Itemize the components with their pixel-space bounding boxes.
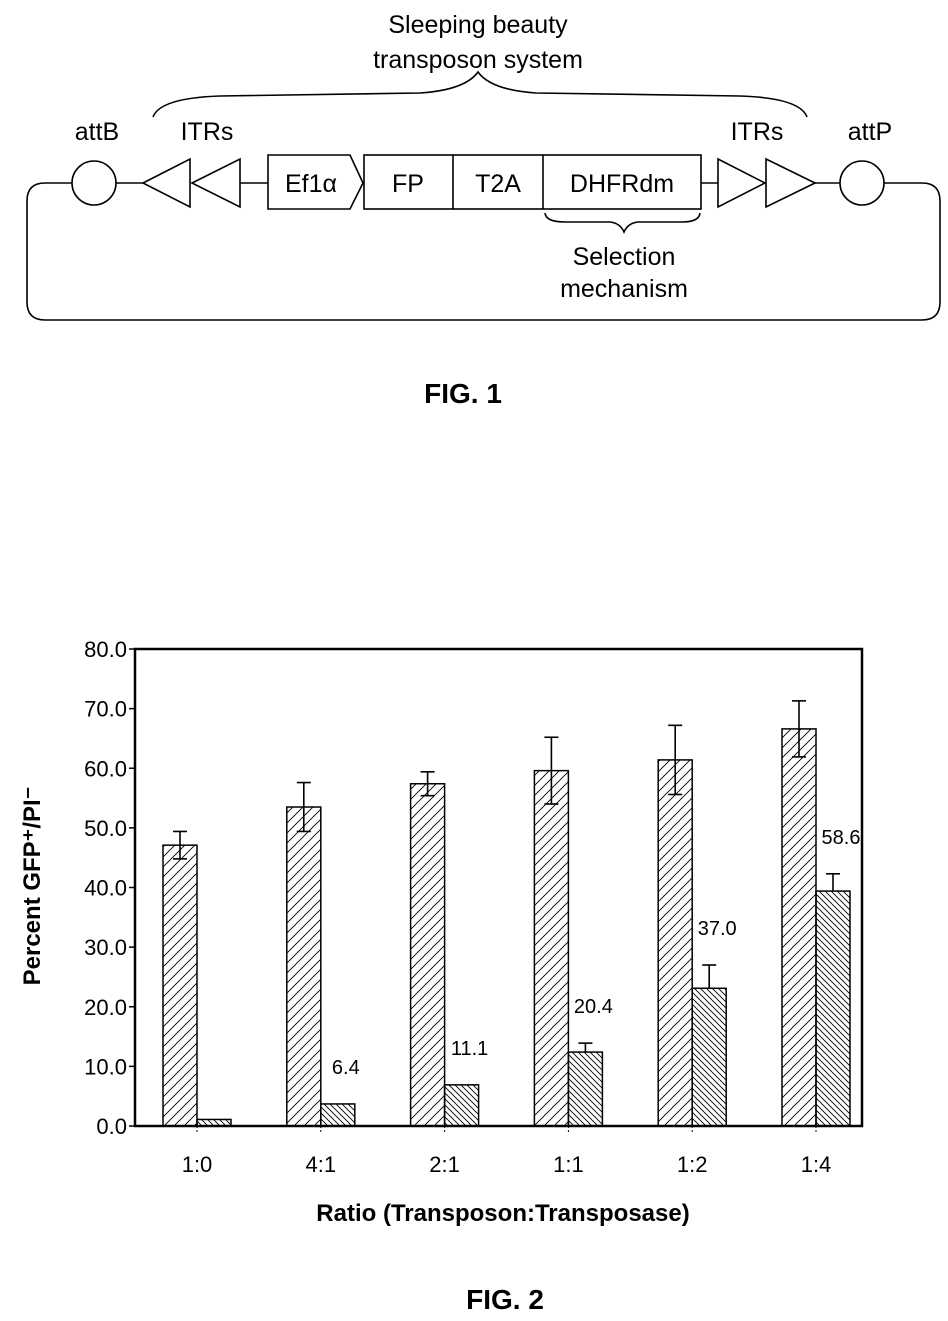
promoter-label: Ef1α	[285, 170, 337, 198]
brace-label-line2: transposon system	[373, 46, 583, 74]
y-tick-label: 0.0	[96, 1114, 127, 1139]
bar-series-2-4:1	[320, 1103, 356, 1127]
x-tick-label: 4:1	[306, 1152, 337, 1177]
error-bar	[173, 830, 187, 860]
x-axis-label: Ratio (Transposon:Transposase)	[316, 1200, 689, 1227]
bar-series-2-2:1	[443, 1084, 480, 1127]
segment-fp: FP	[392, 170, 424, 198]
error-bar	[578, 1042, 593, 1053]
x-tick-label: 1:4	[801, 1152, 832, 1177]
bar-series-1-1:0	[162, 844, 198, 1127]
cassette	[363, 154, 702, 210]
error-bar	[792, 700, 806, 758]
selection-label-line2: mechanism	[560, 275, 688, 303]
y-tick-label: 50.0	[84, 816, 127, 841]
data-label: 58.6	[822, 827, 861, 849]
fig1-caption: FIG. 1	[424, 378, 502, 409]
promoter-ef1a	[267, 154, 364, 210]
error-bar	[544, 736, 559, 805]
y-tick-label: 30.0	[84, 935, 127, 960]
error-bar	[420, 771, 435, 797]
data-label: 11.1	[451, 1038, 488, 1060]
attb-site	[71, 160, 117, 206]
selection-brace	[544, 212, 701, 234]
itrs-right-label: ITRs	[731, 118, 784, 146]
error-bar	[668, 724, 683, 796]
plasmid-diagram	[26, 70, 941, 321]
x-tick-label: 1:1	[553, 1152, 584, 1177]
bar-series-1-1:1	[533, 769, 570, 1127]
bar-chart: 0.0 10.0 20.0 30.0 40.0 50.0 60.0 70.0 80.0 1:0 4…	[84, 637, 864, 1177]
plot-frame	[133, 647, 864, 1128]
itr-right-2	[765, 157, 817, 209]
x-tick-label: 1:2	[677, 1152, 708, 1177]
error-bar	[702, 964, 717, 989]
data-label: 20.4	[574, 996, 613, 1018]
y-tick-label: 70.0	[84, 697, 127, 722]
bar-series-2-1:0	[196, 1118, 232, 1127]
bar-series-2-1:2	[691, 987, 727, 1127]
plasmid-backbone	[26, 182, 941, 321]
data-label: 37.0	[698, 918, 737, 940]
bar-series-1-1:2	[657, 759, 693, 1127]
x-tick-label: 1:0	[182, 1152, 213, 1177]
itr-right-1	[717, 157, 767, 209]
bar-series-2-1:1	[567, 1051, 604, 1127]
y-tick-label: 40.0	[84, 876, 127, 901]
segment-dhfrdm: DHFRdm	[570, 170, 674, 198]
y-tick-label: 80.0	[84, 637, 127, 662]
itr-left-2	[190, 157, 241, 209]
brace-label-line1: Sleeping beauty	[388, 11, 568, 39]
attb-label: attB	[75, 118, 119, 146]
bar-series-1-2:1	[409, 783, 446, 1127]
selection-label-line1: Selection	[573, 243, 676, 271]
x-tick-label: 2:1	[429, 1152, 460, 1177]
attp-site	[839, 160, 885, 206]
transposon-brace	[152, 70, 808, 118]
y-tick-label: 60.0	[84, 756, 127, 781]
fig2-caption: FIG. 2	[466, 1284, 544, 1315]
bar-series-1-1:4	[781, 728, 817, 1127]
bar-series-1-4:1	[286, 806, 322, 1127]
y-tick-label: 10.0	[84, 1054, 127, 1079]
bar-series-2-1:4	[815, 890, 851, 1127]
segment-t2a: T2A	[475, 170, 521, 198]
error-bar	[826, 872, 840, 892]
data-label: 6.4	[332, 1057, 360, 1079]
attp-label: attP	[848, 118, 892, 146]
y-tick-label: 20.0	[84, 995, 127, 1020]
y-axis-label: Percent GFP⁺/PI⁻	[19, 787, 46, 986]
error-bar	[296, 781, 311, 833]
itrs-left-label: ITRs	[181, 118, 234, 146]
itr-left-1	[141, 157, 191, 209]
